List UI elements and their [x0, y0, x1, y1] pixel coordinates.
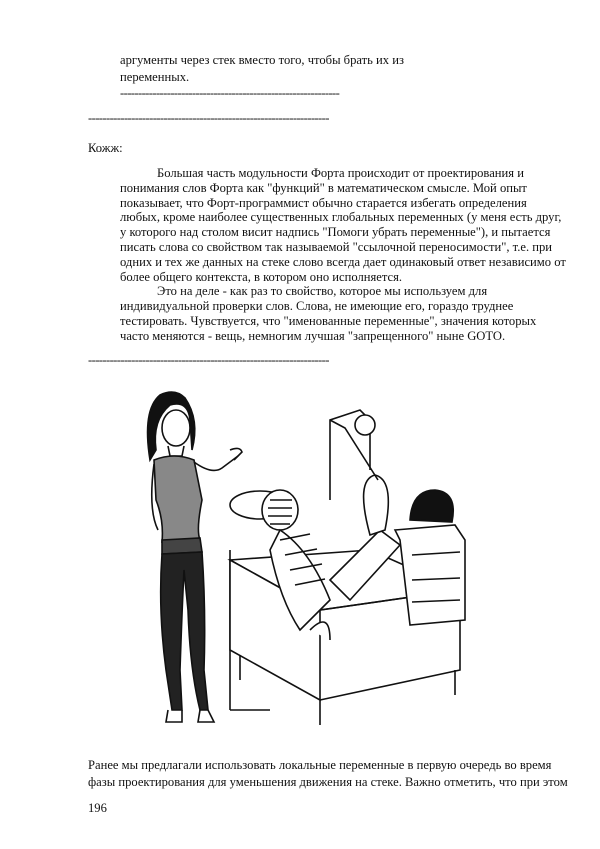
- cartoon-illustration: [146, 391, 466, 725]
- bandaged-patient: [229, 474, 402, 641]
- separator-top: ----------------------------------------…: [88, 111, 329, 125]
- separator-bottom: ----------------------------------------…: [88, 353, 329, 367]
- quote-rule: ----------------------------------------…: [120, 86, 340, 101]
- quote-paragraph-1: Большая часть модульности Форта происход…: [120, 166, 566, 344]
- woman-figure: [146, 391, 243, 723]
- nightstand-with-helmet: [393, 489, 466, 626]
- text-line: одних и тех же данных на стеке слово все…: [120, 254, 566, 269]
- text-line: тестировать. Чувствуется, что "именованн…: [120, 313, 537, 328]
- traction-frame: [329, 409, 379, 500]
- text-line: переменных.: [120, 69, 190, 84]
- text-line: Это на деле - как раз то свойство, котор…: [157, 284, 488, 299]
- body-paragraph: Ранее мы предлагали использовать локальн…: [88, 757, 568, 790]
- text-line: писать слова со свойством так называемой…: [120, 239, 553, 254]
- text-line: фазы проектирования для уменьшения движе…: [88, 774, 568, 789]
- page-number: 196: [88, 801, 107, 815]
- text-line: аргументы через стек вместо того, чтобы …: [120, 53, 404, 67]
- text-line: индивидуальной проверки слов. Слова, не …: [120, 299, 514, 314]
- text-line: любых, кроме наиболее существенных глоба…: [120, 210, 562, 225]
- text-line: Большая часть модульности Форта происход…: [157, 166, 524, 180]
- text-line: показывает, что Форт-программист обычно …: [120, 195, 527, 210]
- text-line: Ранее мы предлагали использовать локальн…: [88, 758, 552, 772]
- text-line: у которого над столом висит надпись "Пом…: [120, 225, 551, 240]
- text-line: более общего контекста, в котором оно ис…: [120, 269, 403, 284]
- text-line: понимания слов Форта как "функций" в мат…: [120, 180, 527, 195]
- top-quote: аргументы через стек вместо того, чтобы …: [120, 52, 404, 102]
- speaker-label: Кожж:: [88, 141, 123, 155]
- text-line: часто меняются - вещь, немногим лучшая "…: [120, 328, 506, 343]
